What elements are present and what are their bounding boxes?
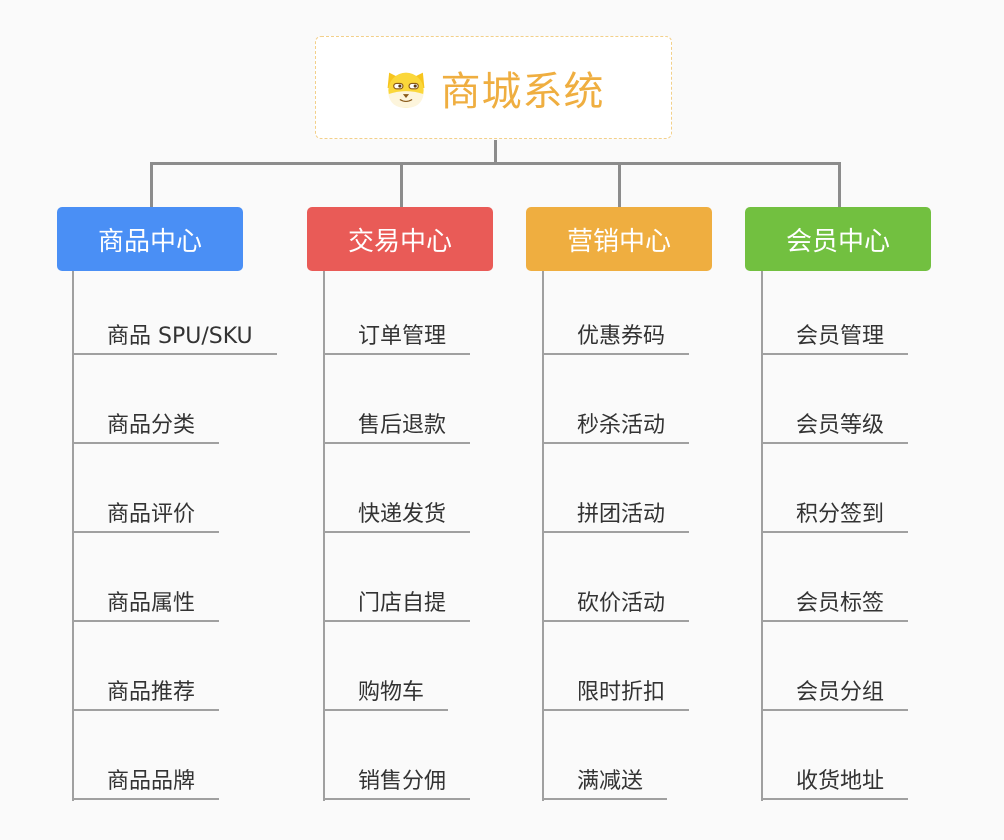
root-title: 商城系统 <box>440 68 605 115</box>
list-item: 限时折扣 <box>543 679 690 711</box>
list-item: 商品品牌 <box>73 768 220 800</box>
connector-drop-trade <box>400 163 403 207</box>
list-item: 商品 SPU/SKU <box>73 323 277 355</box>
list-item: 商品推荐 <box>73 679 220 711</box>
connector-drop-marketing <box>618 163 621 207</box>
connector-vertical-product <box>72 271 74 801</box>
list-item: 售后退款 <box>324 412 471 444</box>
list-item: 商品分类 <box>73 412 220 444</box>
connector-trunk <box>494 140 497 164</box>
root-node: 商城系统 <box>315 36 672 139</box>
shiba-dog-icon <box>387 72 424 108</box>
list-item: 销售分佣 <box>324 768 471 800</box>
list-item: 会员等级 <box>762 412 909 444</box>
category-trade: 交易中心 <box>307 207 493 271</box>
list-item: 会员标签 <box>762 590 909 622</box>
list-item: 快递发货 <box>324 501 471 533</box>
list-item: 会员分组 <box>762 679 909 711</box>
list-item: 门店自提 <box>324 590 471 622</box>
connector-drop-product <box>150 163 153 207</box>
list-item: 满减送 <box>543 768 668 800</box>
connector-vertical-member <box>761 271 763 801</box>
list-item: 拼团活动 <box>543 501 690 533</box>
connector-vertical-marketing <box>542 271 544 801</box>
category-marketing: 营销中心 <box>526 207 712 271</box>
list-item: 优惠券码 <box>543 323 690 355</box>
connector-drop-member <box>838 163 841 207</box>
connector-vertical-trade <box>323 271 325 801</box>
list-item: 商品评价 <box>73 501 220 533</box>
list-item: 会员管理 <box>762 323 909 355</box>
category-member: 会员中心 <box>745 207 931 271</box>
list-item: 订单管理 <box>324 323 471 355</box>
list-item: 砍价活动 <box>543 590 690 622</box>
connector-horizontal <box>150 162 841 165</box>
category-product: 商品中心 <box>57 207 243 271</box>
list-item: 秒杀活动 <box>543 412 690 444</box>
list-item: 收货地址 <box>762 768 909 800</box>
list-item: 商品属性 <box>73 590 220 622</box>
list-item: 积分签到 <box>762 501 909 533</box>
list-item: 购物车 <box>324 679 449 711</box>
